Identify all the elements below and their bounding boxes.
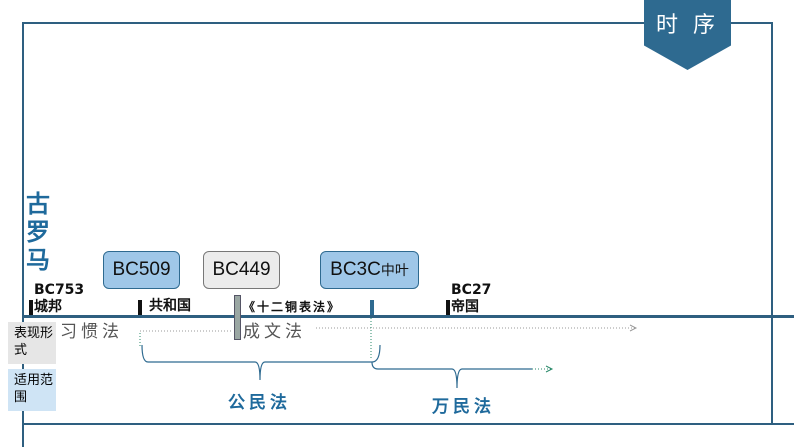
label-empire: 帝国 <box>451 299 479 315</box>
event-date: BC3C <box>330 259 381 280</box>
section-title: 古罗马 <box>26 190 50 274</box>
event-bc509[interactable]: BC509 <box>103 251 180 289</box>
event-date: BC449 <box>212 259 271 280</box>
timeline-axis <box>22 315 794 318</box>
frame-right <box>771 22 773 424</box>
gentium-law-brace <box>371 361 532 389</box>
tick-bc3c <box>370 300 374 315</box>
tick-bc449 <box>234 295 241 340</box>
row-label-scope: 适用范围 <box>8 369 56 411</box>
event-date: BC509 <box>112 259 171 280</box>
label-city-state: 城邦 <box>34 299 62 315</box>
tick-bc753 <box>29 300 33 315</box>
label-bc27: BC27 <box>451 282 492 298</box>
frame-top <box>22 22 772 24</box>
event-bc3c[interactable]: BC3C中叶 <box>320 251 419 289</box>
scope-civil-law: 公民法 <box>228 393 291 413</box>
row-label-form: 表现形式 <box>8 322 56 364</box>
scope-gentium-law: 万民法 <box>432 397 495 417</box>
label-twelve-tables: 《十二铜表法》 <box>243 300 342 314</box>
frame-bottom <box>22 423 794 425</box>
frame-left <box>22 22 24 447</box>
written-dotted-arrow <box>316 324 638 332</box>
form-written: 成文法 <box>243 322 306 342</box>
civil-law-brace <box>141 344 381 381</box>
tick-bc27 <box>446 300 450 315</box>
tick-bc509 <box>138 300 142 315</box>
label-republic: 共和国 <box>149 298 191 314</box>
label-bc753: BC753 <box>34 282 85 298</box>
event-bc449[interactable]: BC449 <box>203 251 280 289</box>
event-suffix: 中叶 <box>380 262 409 278</box>
form-customary: 习惯法 <box>60 322 123 342</box>
gentium-dotted-arrow <box>532 365 554 373</box>
